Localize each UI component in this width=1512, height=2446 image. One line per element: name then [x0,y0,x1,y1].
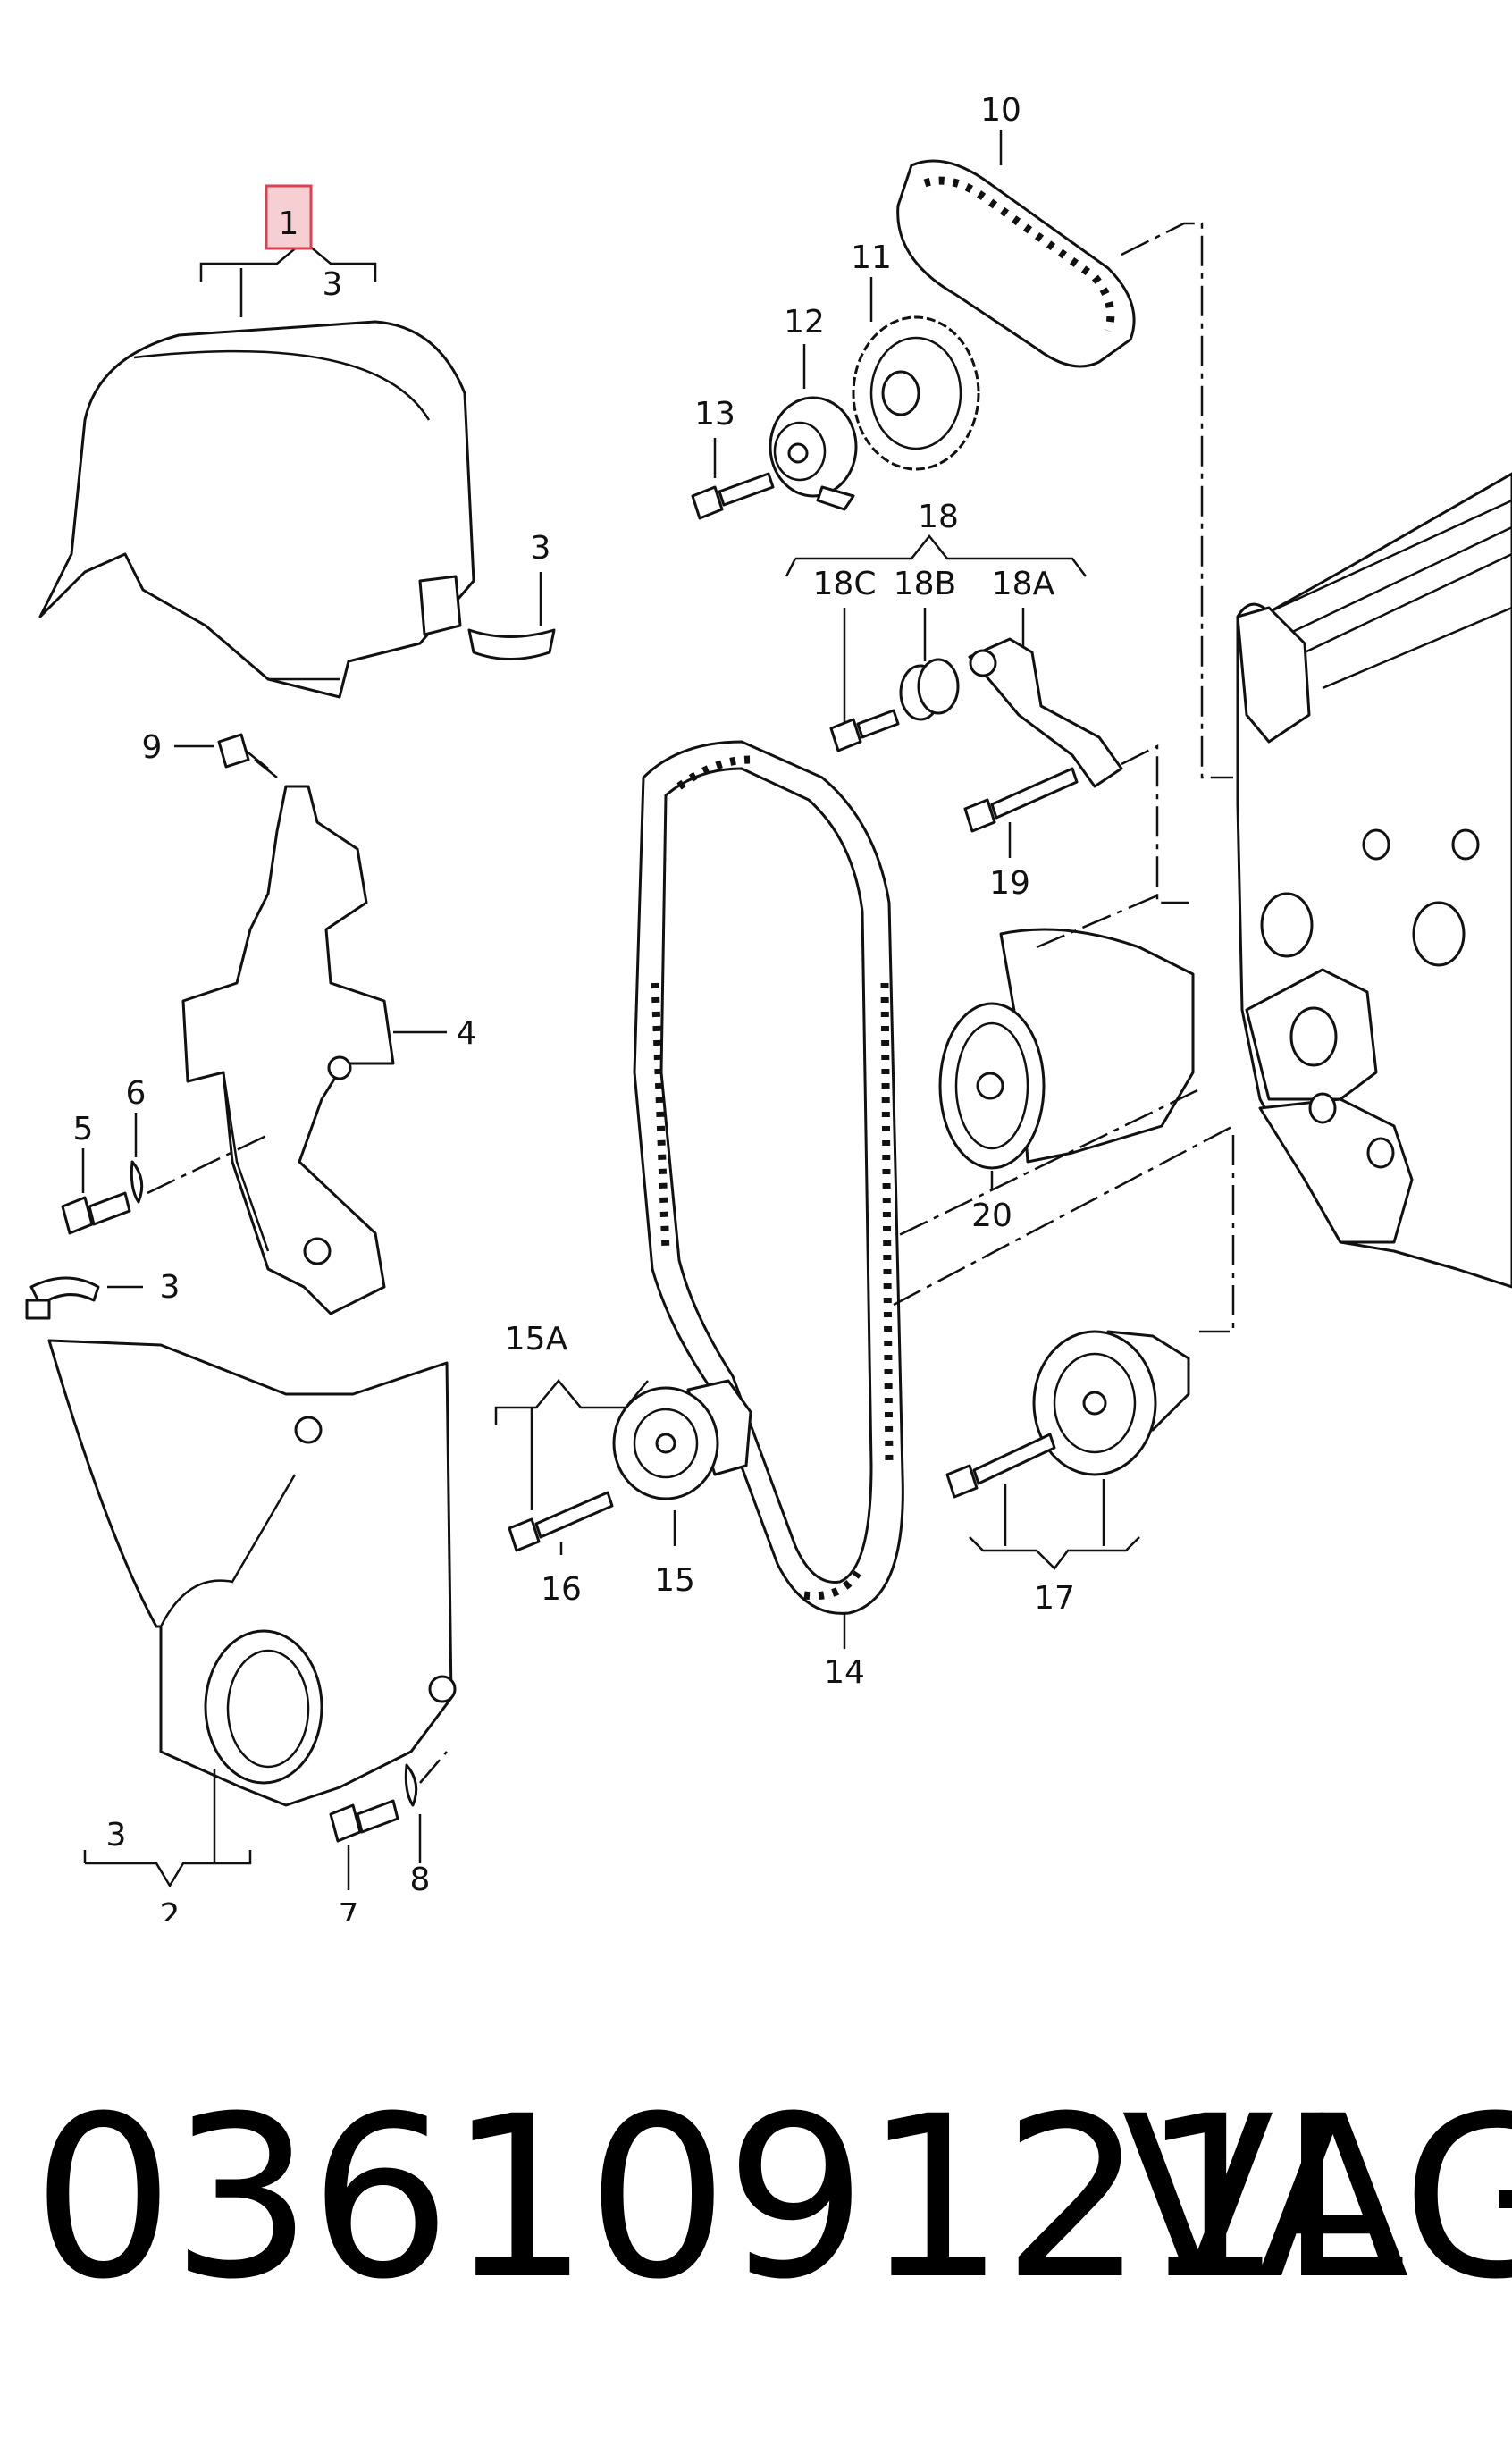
cover-2-leader [83,1769,252,1888]
clip-lower[interactable] [25,1276,100,1320]
callout-3-clip-lower[interactable]: 3 [160,1269,181,1306]
callout-14[interactable]: 14 [824,1654,865,1691]
arm-18a[interactable] [968,637,1123,788]
sprocket-11[interactable] [852,315,980,471]
idler-pulley-17[interactable] [1032,1330,1190,1476]
washer-6[interactable] [130,1160,144,1204]
water-pump-20[interactable] [938,928,1195,1170]
group-15a-bracket [494,1379,649,1510]
washer-8[interactable] [404,1763,418,1807]
footer: 036109121L VAG [0,2064,1512,2333]
callout-3-clip-upper[interactable]: 3 [531,530,551,567]
callout-8[interactable]: 8 [410,1862,431,1898]
callout-12[interactable]: 12 [784,304,825,340]
lower-timing-cover[interactable] [47,1339,457,1807]
brand-name: VAG [1121,2068,1512,2328]
callout-13[interactable]: 13 [694,396,735,433]
callout-18[interactable]: 18 [918,499,959,535]
bolt-5[interactable] [61,1191,131,1235]
callout-7[interactable]: 7 [339,1897,359,1921]
upper-timing-cover[interactable] [38,320,475,699]
callout-2[interactable]: 2 [160,1897,181,1921]
roller-18b[interactable] [899,658,960,721]
callout-18b[interactable]: 18B [894,566,957,602]
callout-6[interactable]: 6 [126,1075,147,1112]
timing-belt-14[interactable] [633,740,904,1615]
exploded-parts-diagram: 1 3 3 4 9 5 6 3 [25,92,1512,1921]
bolt-16[interactable] [508,1491,614,1552]
axis-line-5-6 [147,1133,269,1195]
callout-3-top[interactable]: 3 [323,266,343,303]
bolt-17[interactable] [945,1433,1056,1499]
callout-20[interactable]: 20 [971,1198,1012,1234]
callout-16[interactable]: 16 [541,1571,582,1608]
clip-upper[interactable] [467,572,556,660]
callout-15[interactable]: 15 [654,1562,695,1599]
callout-5[interactable]: 5 [73,1111,94,1147]
callout-1[interactable]: 1 [279,206,299,242]
bolt-18c[interactable] [829,709,900,752]
callout-10[interactable]: 10 [980,92,1021,129]
bolt-9[interactable] [217,733,278,778]
callout-3-bottom[interactable]: 3 [106,1817,127,1853]
part-number: 036109121L [32,2068,1404,2328]
bolt-7[interactable] [329,1799,399,1843]
camshaft-belt-10[interactable] [896,159,1136,368]
tensioner-15[interactable] [612,1379,752,1500]
group-17-bracket [969,1479,1140,1570]
callout-15a[interactable]: 15A [505,1321,568,1357]
group-18-bracket [785,534,1087,577]
inner-cover[interactable] [181,785,395,1315]
callout-4[interactable]: 4 [457,1015,477,1052]
axis-line-7-8 [419,1751,448,1784]
bolt-13[interactable] [691,472,775,520]
callout-9[interactable]: 9 [142,729,163,766]
callout-18c[interactable]: 18C [813,566,877,602]
callout-18a[interactable]: 18A [992,566,1055,602]
callout-11[interactable]: 11 [851,240,892,276]
axis-line-18 [1121,744,1189,904]
callout-19[interactable]: 19 [989,865,1030,902]
engine-block [1236,472,1512,1289]
callout-17[interactable]: 17 [1034,1580,1075,1617]
bolt-19[interactable] [963,767,1079,833]
part-1-highlight [265,184,313,250]
alignment-lines [893,222,1235,1333]
cover-1-leader [199,240,377,317]
tensioner-12[interactable] [769,396,858,511]
